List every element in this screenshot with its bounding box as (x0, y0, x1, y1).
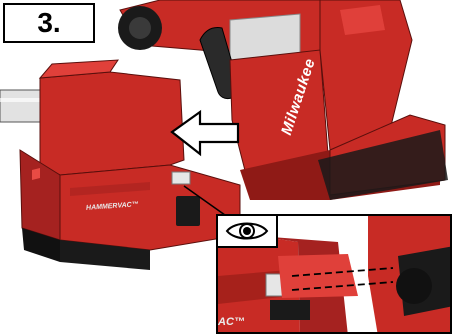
eye-icon (225, 220, 269, 242)
detail-label: AC™ (218, 316, 245, 328)
view-indicator (216, 214, 278, 248)
dust-extractor (20, 60, 240, 270)
step-number: 3. (37, 7, 60, 39)
step-number-box: 3. (3, 3, 95, 43)
